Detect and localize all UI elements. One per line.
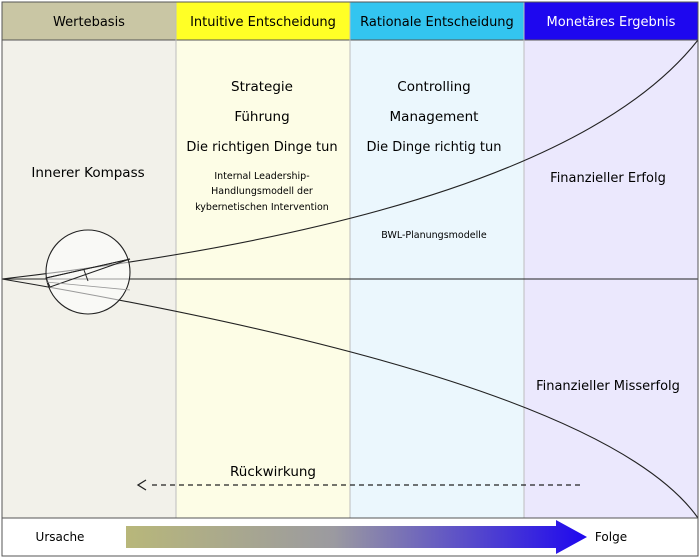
compass-icon (2, 229, 131, 315)
intuitive-line-richtige-dinge: Die richtigen Dinge tun (186, 140, 337, 155)
financial-failure-label: Finanzieller Misserfolg (536, 379, 680, 394)
footer-effect-label: Folge (595, 530, 627, 544)
inner-compass-label: Innerer Kompass (31, 165, 144, 181)
column-header-wertebasis (2, 2, 176, 40)
rational-line-dinge-richtig: Die Dinge richtig tun (366, 140, 501, 155)
intuitive-small-1: Internal Leadership- (214, 171, 309, 182)
intuitive-line-strategie: Strategie (231, 79, 293, 95)
header-label-rational: Rationale Entscheidung (360, 15, 514, 30)
intuitive-line-fuehrung: Führung (234, 109, 289, 125)
intuitive-small-3: kybernetischen Intervention (195, 202, 329, 213)
feedback-arrow-head (136, 479, 147, 491)
failure-curve (1, 278, 699, 519)
column-header-monetary (524, 2, 698, 40)
rational-small: BWL-Planungsmodelle (381, 230, 487, 241)
cause-effect-arrow (126, 520, 587, 554)
header-label-intuitive: Intuitive Entscheidung (190, 15, 336, 30)
success-curve (1, 39, 699, 280)
rational-line-controlling: Controlling (397, 79, 470, 95)
column-header-rational (350, 2, 524, 40)
column-header-intuitive (176, 2, 350, 40)
rational-line-management: Management (390, 109, 479, 125)
financial-success-label: Finanzieller Erfolg (550, 171, 666, 186)
footer-cause-label: Ursache (36, 530, 85, 544)
header-label-monetary: Monetäres Ergebnis (547, 15, 676, 30)
intuitive-small-2: Handlungsmodell der (211, 186, 313, 197)
header-label-wertebasis: Wertebasis (53, 15, 125, 30)
feedback-label: Rückwirkung (230, 464, 316, 480)
